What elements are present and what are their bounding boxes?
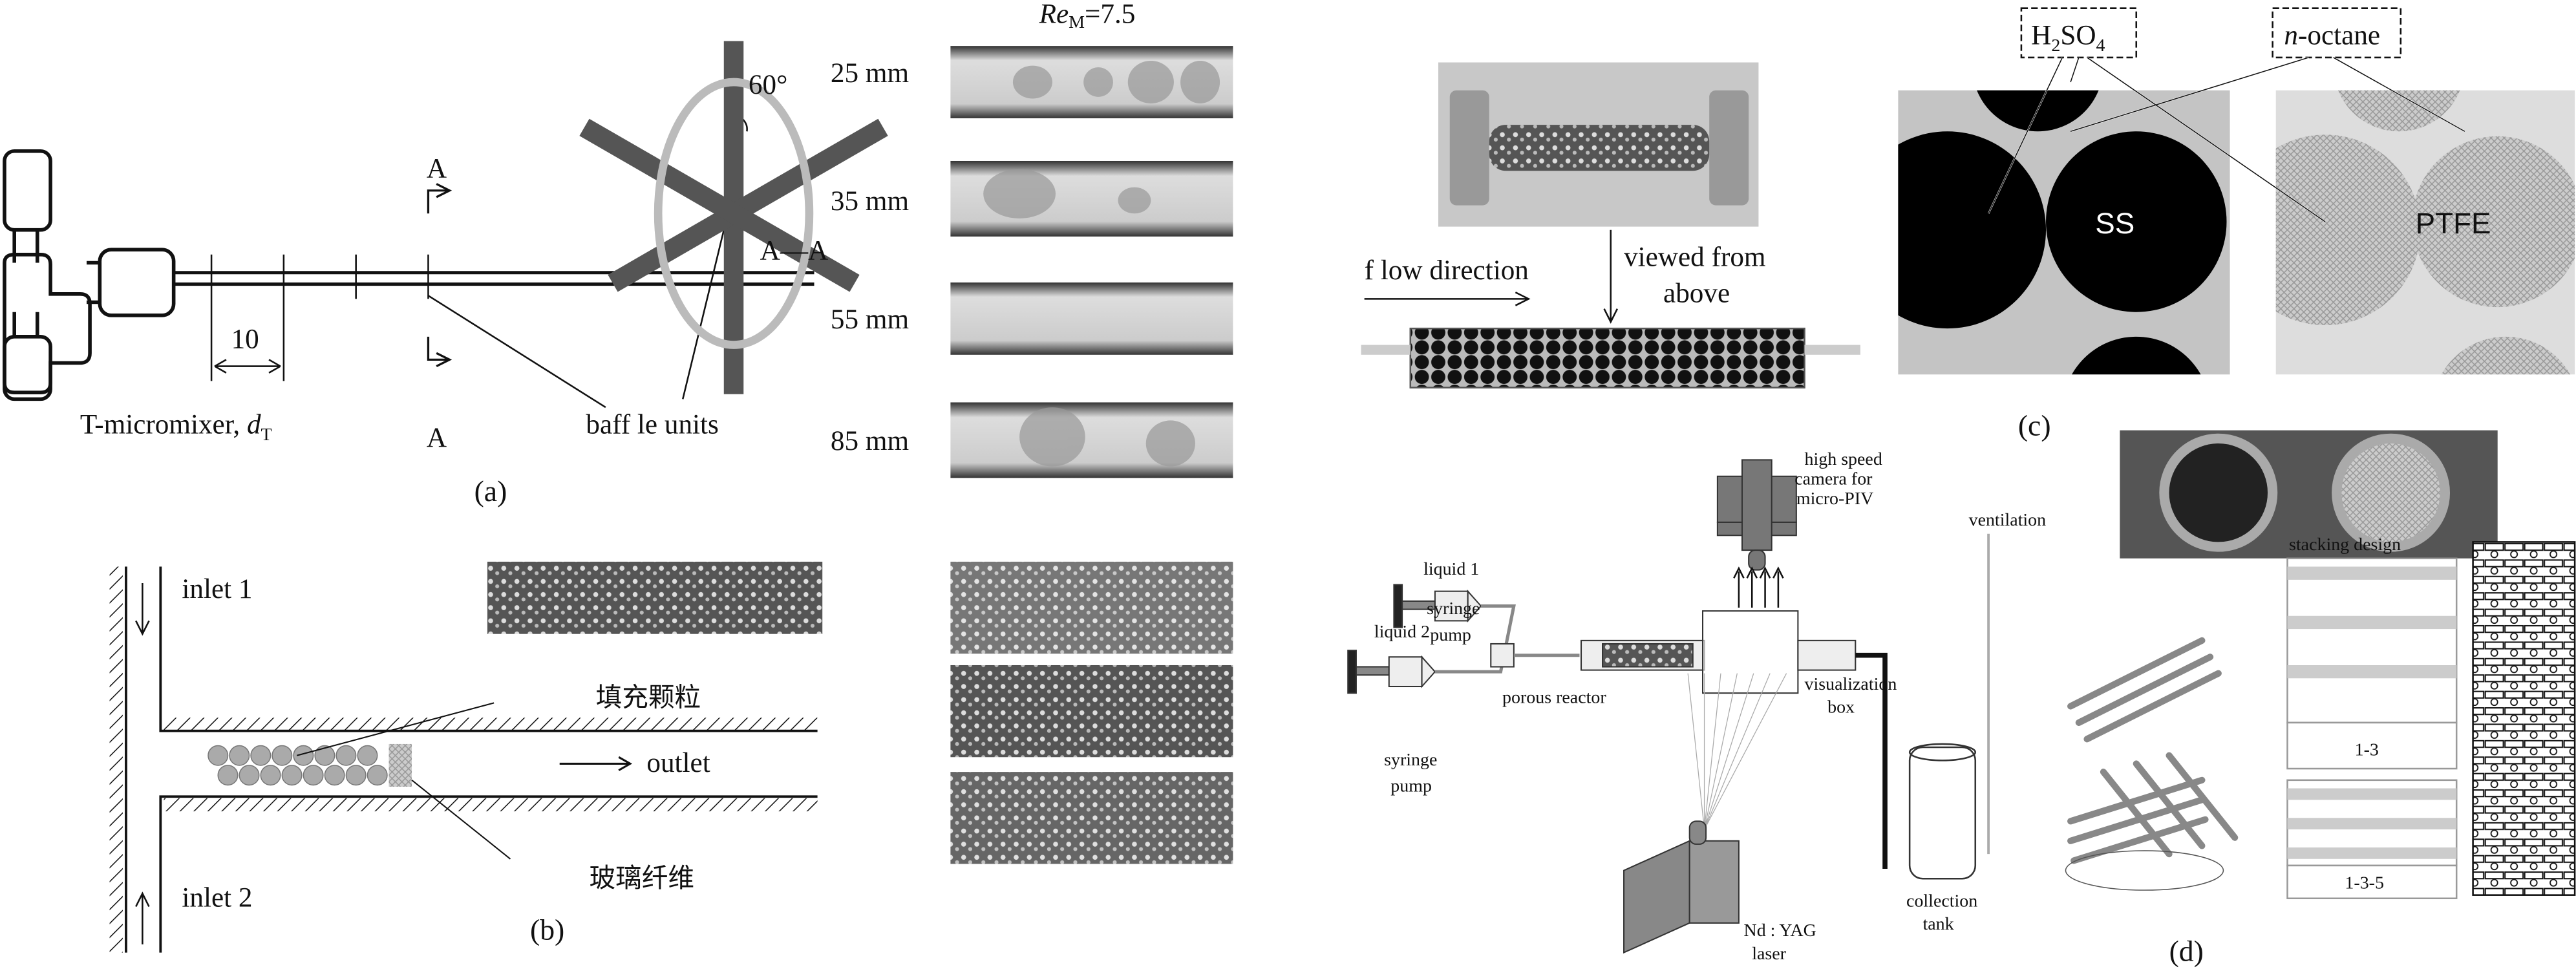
section-mark-top: A xyxy=(427,153,447,184)
acid-label: H2SO4 xyxy=(2031,21,2105,56)
caption-d: (d) xyxy=(2169,934,2204,967)
design-label: 1-3-5 xyxy=(2345,873,2384,893)
particles-label: 填充颗粒 xyxy=(596,681,701,712)
ptfe-image: PTFE xyxy=(2275,90,2575,375)
baffle-label: baff le units xyxy=(586,410,719,440)
stacking-3d-sketch xyxy=(2067,637,2239,864)
panel-a: 10 A A 60° A—A T-micromixer, dT baff le … xyxy=(3,0,1233,507)
position-label: 25 mm xyxy=(831,58,909,89)
tube xyxy=(173,271,814,286)
angle-label: 60° xyxy=(749,70,787,100)
inlet-2-label: inlet 2 xyxy=(182,882,252,913)
glass-fiber xyxy=(389,743,412,787)
section-label: A—A xyxy=(760,235,829,266)
packed-particles xyxy=(208,745,388,786)
visualization-box-label: visualization xyxy=(1805,674,1897,694)
collection-tank xyxy=(1908,743,1977,880)
ptfe-label: PTFE xyxy=(2416,207,2491,240)
panel-c: f low direction viewed from above SS PTF… xyxy=(1361,7,2575,442)
mixer-label: T-micromixer, dT xyxy=(80,410,272,445)
design-label: 1-3 xyxy=(2355,740,2379,760)
camera-label: micro-PIV xyxy=(1796,489,1874,509)
ss-image: SS xyxy=(1898,90,2230,375)
glass-fiber-label: 玻璃纤维 xyxy=(589,862,694,893)
flow-photos: 25 mm 35 mm 55 mm 85 mm xyxy=(831,46,1233,478)
position-label: 35 mm xyxy=(831,186,909,217)
packed-bed-top-view xyxy=(1409,327,1805,389)
caption-b: (b) xyxy=(530,913,564,946)
pump-label: pump xyxy=(1390,776,1432,796)
spacing-label: 10 xyxy=(231,325,259,355)
liquid-2-label: liquid 2 xyxy=(1374,622,1430,642)
visualization-box xyxy=(1702,610,1799,694)
liquid-1-label: liquid 1 xyxy=(1423,559,1479,579)
stacking-design-1-3: 1-3 xyxy=(2286,557,2458,770)
pump-label: pump xyxy=(1430,625,1471,645)
section-mark-bottom: A xyxy=(427,423,447,453)
stacking-design-1-3-5: 1-3-5 xyxy=(2286,779,2458,900)
baffle-cross-section xyxy=(579,41,888,394)
droplet-photo xyxy=(950,772,1233,864)
laser-label: laser xyxy=(1752,944,1786,964)
panel-d: high speed camera for micro-PIV ventilat… xyxy=(1347,430,2576,967)
camera-label: camera for xyxy=(1794,469,1873,489)
collection-tank-label: collection xyxy=(1906,891,1977,911)
t-micromixer xyxy=(3,149,176,401)
droplet-photo xyxy=(950,561,1233,654)
droplet-photo xyxy=(950,665,1233,758)
outlet-label: outlet xyxy=(646,748,710,778)
octane-label: n-octane xyxy=(2284,21,2380,51)
camera xyxy=(1716,459,1797,571)
panel-b: inlet 1 inlet 2 outlet 填充颗粒 玻璃纤维 (b) xyxy=(109,561,1233,953)
caption-c: (c) xyxy=(2018,409,2051,442)
caption-a: (a) xyxy=(474,474,507,507)
flow-direction-label: f low direction xyxy=(1365,255,1529,286)
laser xyxy=(1623,820,1740,954)
porous-reactor-label: porous reactor xyxy=(1502,687,1606,707)
syringe-pumps xyxy=(1347,584,1857,694)
syringe-label: syringe xyxy=(1384,750,1437,770)
syringe-label: syringe xyxy=(1427,599,1480,619)
laser-label: Nd : YAG xyxy=(1744,921,1816,941)
position-label: 85 mm xyxy=(831,426,909,456)
inlet-1-label: inlet 1 xyxy=(182,574,252,604)
packed-bed-photo xyxy=(487,561,823,634)
stacking-label: stacking design xyxy=(2289,535,2401,555)
viewed-label: above xyxy=(1663,278,1730,308)
ventilation-label: ventilation xyxy=(1969,510,2047,530)
lattice-stack xyxy=(2472,541,2576,896)
camera-label: high speed xyxy=(1805,449,1882,469)
viewed-label: viewed from xyxy=(1624,242,1765,273)
ss-label: SS xyxy=(2095,207,2134,240)
reynolds-label: ReM=7.5 xyxy=(1039,0,1136,32)
position-label: 55 mm xyxy=(831,304,909,335)
visualization-box-label: box xyxy=(1827,697,1855,718)
collection-tank-label: tank xyxy=(1922,914,1953,934)
laser-beam xyxy=(1687,673,1787,830)
flow-photo xyxy=(950,282,1233,355)
